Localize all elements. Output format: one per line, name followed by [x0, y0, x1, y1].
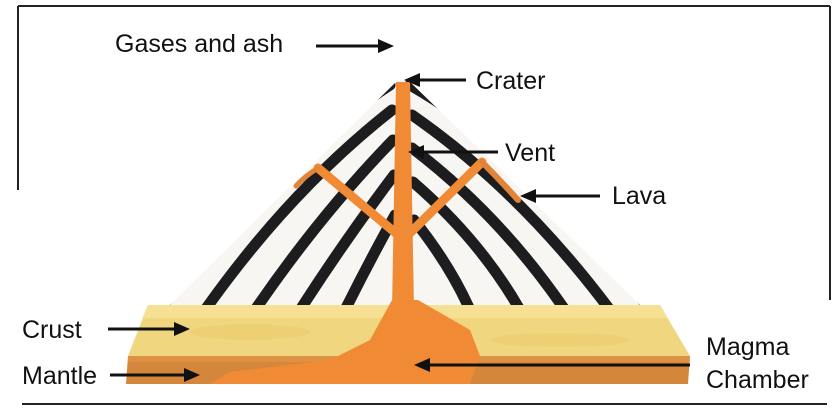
crust-layer	[128, 305, 690, 356]
magma-chamber	[210, 300, 480, 384]
label-crater: Crater	[476, 67, 545, 95]
lava-arrow	[520, 189, 600, 203]
crust-arrow	[108, 322, 190, 336]
main-vent	[392, 82, 414, 310]
label-mantle: Mantle	[22, 362, 97, 390]
label-lava: Lava	[612, 182, 666, 210]
label-gases-and-ash: Gases and ash	[115, 30, 283, 58]
magma-arrow	[414, 358, 690, 372]
label-vent: Vent	[505, 139, 555, 167]
diagram-border	[17, 5, 831, 405]
side-vents	[313, 157, 487, 240]
label-chamber: Chamber	[706, 366, 809, 394]
mantle-arrow	[110, 368, 200, 382]
label-arrows	[108, 39, 690, 382]
label-magma: Magma	[706, 333, 789, 361]
label-crust: Crust	[22, 316, 82, 344]
lava-flow	[293, 159, 521, 203]
vent-arrow	[408, 145, 498, 159]
gases-arrow	[316, 39, 394, 53]
crater-arrow	[404, 73, 466, 87]
